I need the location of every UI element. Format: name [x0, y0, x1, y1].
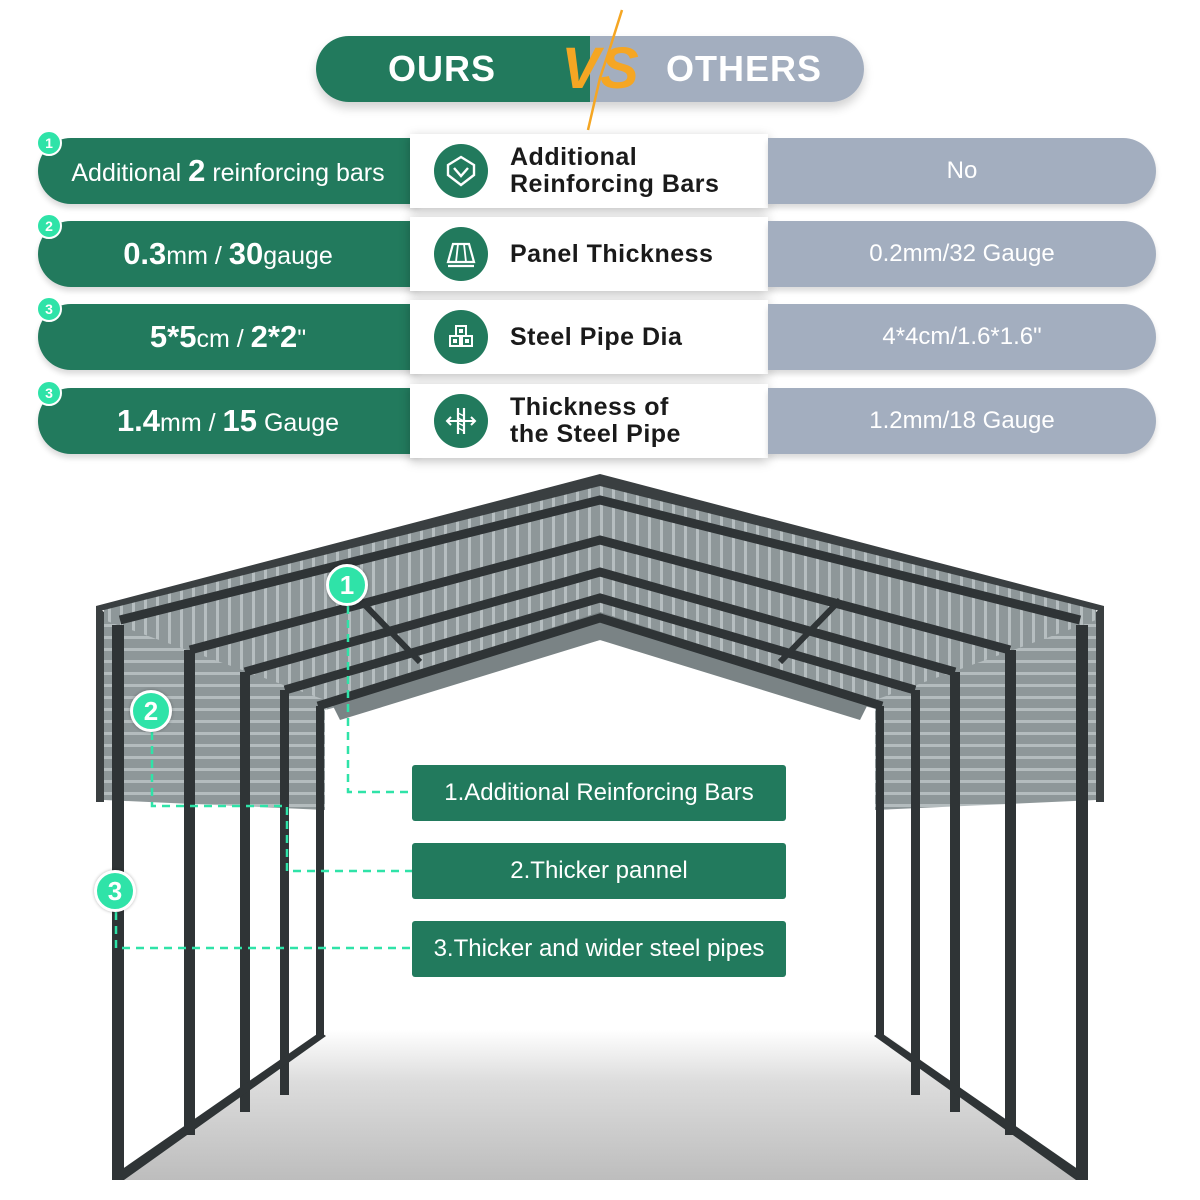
feature-label-line: the Steel Pipe: [510, 420, 681, 448]
feature-label: Thickness of the Steel Pipe: [510, 394, 681, 448]
ours-value: 5*5cm / 2*2": [150, 319, 306, 355]
comparison-row-panel-thickness: 0.3mm / 30gauge Panel Thickness 0.2mm/32…: [36, 213, 1156, 291]
feature-label: Steel Pipe Dia: [510, 322, 683, 351]
row-number-badge: 3: [36, 296, 62, 322]
others-cell: 1.2mm/18 Gauge: [768, 388, 1156, 454]
feature-label-line: Panel Thickness: [510, 239, 714, 268]
ours-text: reinforcing bars: [205, 159, 385, 187]
ours-number: 2*2: [250, 319, 298, 354]
others-cell: 4*4cm/1.6*1.6": [768, 304, 1156, 370]
callout-marker: 3: [94, 870, 136, 912]
ours-value: Additional 2 reinforcing bars: [71, 153, 384, 189]
ours-cell: 0.3mm / 30gauge: [38, 221, 418, 287]
vs-text: VS: [561, 36, 639, 101]
panel-layers-icon: [434, 227, 488, 281]
ours-value: 1.4mm / 15 Gauge: [117, 403, 339, 439]
feature-label: Additional Reinforcing Bars: [510, 144, 719, 198]
ours-unit: cm /: [196, 325, 251, 353]
ours-cell: 1.4mm / 15 Gauge: [38, 388, 418, 454]
feature-cell: Thickness of the Steel Pipe: [410, 384, 768, 458]
others-cell: 0.2mm/32 Gauge: [768, 221, 1156, 287]
header-others-label: OTHERS: [590, 36, 864, 102]
ours-number: 5*5: [149, 319, 197, 354]
diamond-shield-icon: [434, 144, 488, 198]
callout-marker: 1: [326, 564, 368, 606]
ours-unit: mm /: [160, 409, 223, 437]
ours-text: Additional: [71, 159, 189, 187]
feature-label-line: Thickness of: [510, 393, 669, 421]
right-posts: [876, 625, 1088, 1180]
roof-trusses: [118, 495, 1082, 711]
ours-number: 1.4: [116, 403, 161, 438]
feature-cell: Steel Pipe Dia: [410, 300, 768, 374]
row-number-badge: 1: [36, 130, 62, 156]
feature-label-line: Reinforcing Bars: [510, 170, 720, 198]
callout-thicker-panel: 2.Thicker pannel: [412, 843, 786, 899]
callout-reinforcing-bars: 1.Additional Reinforcing Bars: [412, 765, 786, 821]
ours-number: 2: [188, 153, 206, 188]
pipe-thickness-icon: [434, 394, 488, 448]
comparison-row-steel-pipe-dia: 5*5cm / 2*2" Steel Pipe Dia 4*4cm/1.6*1.…: [36, 296, 1156, 374]
callout-thicker-pipes: 3.Thicker and wider steel pipes: [412, 921, 786, 977]
steel-pipes-icon: [434, 310, 488, 364]
feature-cell: Panel Thickness: [410, 217, 768, 291]
header-ours-label: OURS: [316, 36, 590, 102]
feature-label: Panel Thickness: [510, 239, 714, 268]
ours-unit: ": [297, 325, 307, 353]
callout-marker: 2: [130, 690, 172, 732]
right-wall-panels: [875, 620, 1096, 810]
ours-value: 0.3mm / 30gauge: [123, 236, 333, 272]
ours-number: 30: [228, 236, 264, 271]
ours-number: 15: [222, 403, 258, 438]
row-number-badge: 2: [36, 213, 62, 239]
feature-label-line: Steel Pipe Dia: [510, 322, 683, 351]
ours-cell: Additional 2 reinforcing bars: [38, 138, 418, 204]
others-cell: No: [768, 138, 1156, 204]
ours-unit: Gauge: [257, 409, 340, 437]
carport-illustration: [96, 474, 1104, 1180]
comparison-row-reinforcing-bars: Additional 2 reinforcing bars Additional…: [36, 130, 1156, 208]
ours-number: 0.3: [123, 236, 167, 271]
floor-shadow: [120, 1030, 1085, 1180]
ours-unit: mm /: [166, 242, 229, 270]
feature-label-line: Additional: [510, 143, 638, 171]
row-number-badge: 3: [36, 380, 62, 406]
vs-lightning-logo: VS: [561, 9, 639, 131]
ours-unit: gauge: [263, 242, 333, 270]
ours-cell: 5*5cm / 2*2": [38, 304, 418, 370]
comparison-header: OURS OTHERS: [316, 36, 864, 102]
feature-cell: Additional Reinforcing Bars: [410, 134, 768, 208]
comparison-row-pipe-thickness: 1.4mm / 15 Gauge Thickness of the Steel …: [36, 380, 1156, 458]
